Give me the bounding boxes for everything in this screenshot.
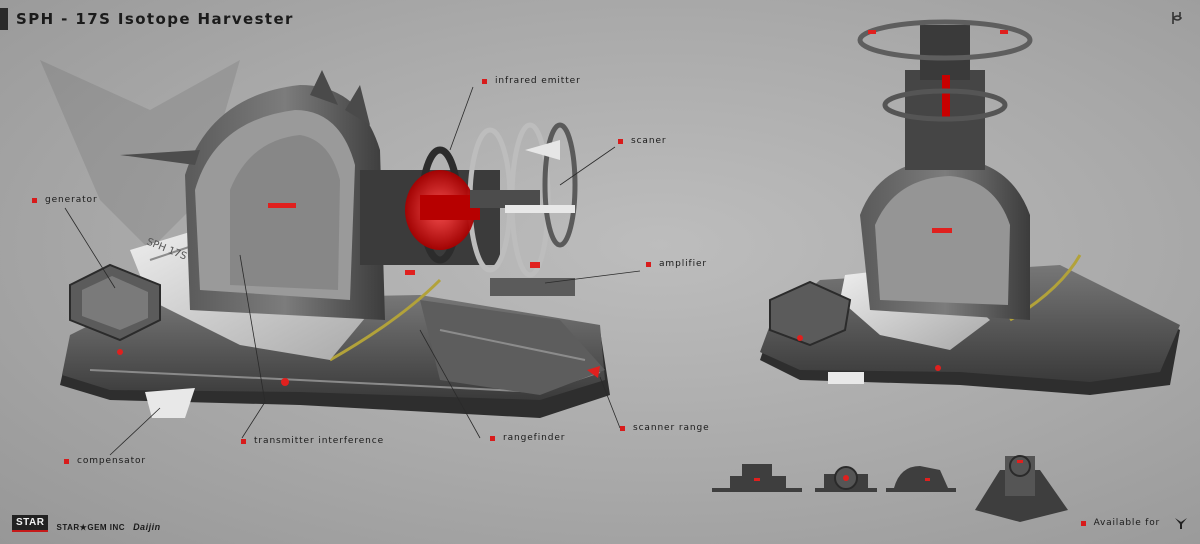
title-bar: SPH - 17S Isotope Harvester bbox=[0, 8, 294, 30]
label-bullet bbox=[1080, 520, 1086, 526]
label-bullet bbox=[64, 458, 69, 464]
page-title: SPH - 17S Isotope Harvester bbox=[16, 10, 294, 28]
brand-mark-icon bbox=[1170, 10, 1184, 26]
label-rangefinder: rangefinder bbox=[490, 433, 565, 443]
top-view bbox=[975, 455, 1068, 522]
footer-logos: STAR STAR★GEM INC Daijin bbox=[12, 515, 161, 532]
publisher-logo: Daijin bbox=[133, 522, 161, 532]
front-view bbox=[815, 466, 877, 492]
main-harvester-view: SPH 17S bbox=[60, 70, 641, 456]
label-amplifier: amplifier bbox=[646, 259, 707, 269]
title-accent-bar bbox=[0, 8, 8, 30]
label-bullet bbox=[618, 138, 623, 144]
label-bullet bbox=[620, 425, 625, 431]
label-infrared-emitter: infrared emitter bbox=[482, 76, 581, 86]
label-scaner: scaner bbox=[618, 136, 667, 146]
platform-icon[interactable] bbox=[1174, 516, 1188, 530]
side-view-1 bbox=[712, 464, 802, 492]
star-logo: STAR bbox=[12, 515, 49, 532]
label-bullet bbox=[241, 438, 246, 444]
label-compensator: compensator bbox=[64, 456, 146, 466]
label-scanner-range: scanner range bbox=[620, 423, 710, 433]
available-for: Available for bbox=[1080, 516, 1188, 530]
emitter-assembly bbox=[360, 122, 578, 296]
label-transmitter-interference: transmitter interference bbox=[241, 436, 384, 446]
label-bullet bbox=[490, 435, 495, 441]
side-view-2 bbox=[886, 466, 956, 492]
star-gem-logo: STAR★GEM INC bbox=[56, 523, 126, 532]
label-bullet bbox=[482, 78, 487, 84]
label-generator: generator bbox=[32, 195, 98, 205]
label-bullet bbox=[32, 197, 37, 203]
available-for-label: Available for bbox=[1093, 518, 1160, 528]
label-bullet bbox=[646, 261, 651, 267]
tower-view bbox=[760, 19, 1180, 395]
